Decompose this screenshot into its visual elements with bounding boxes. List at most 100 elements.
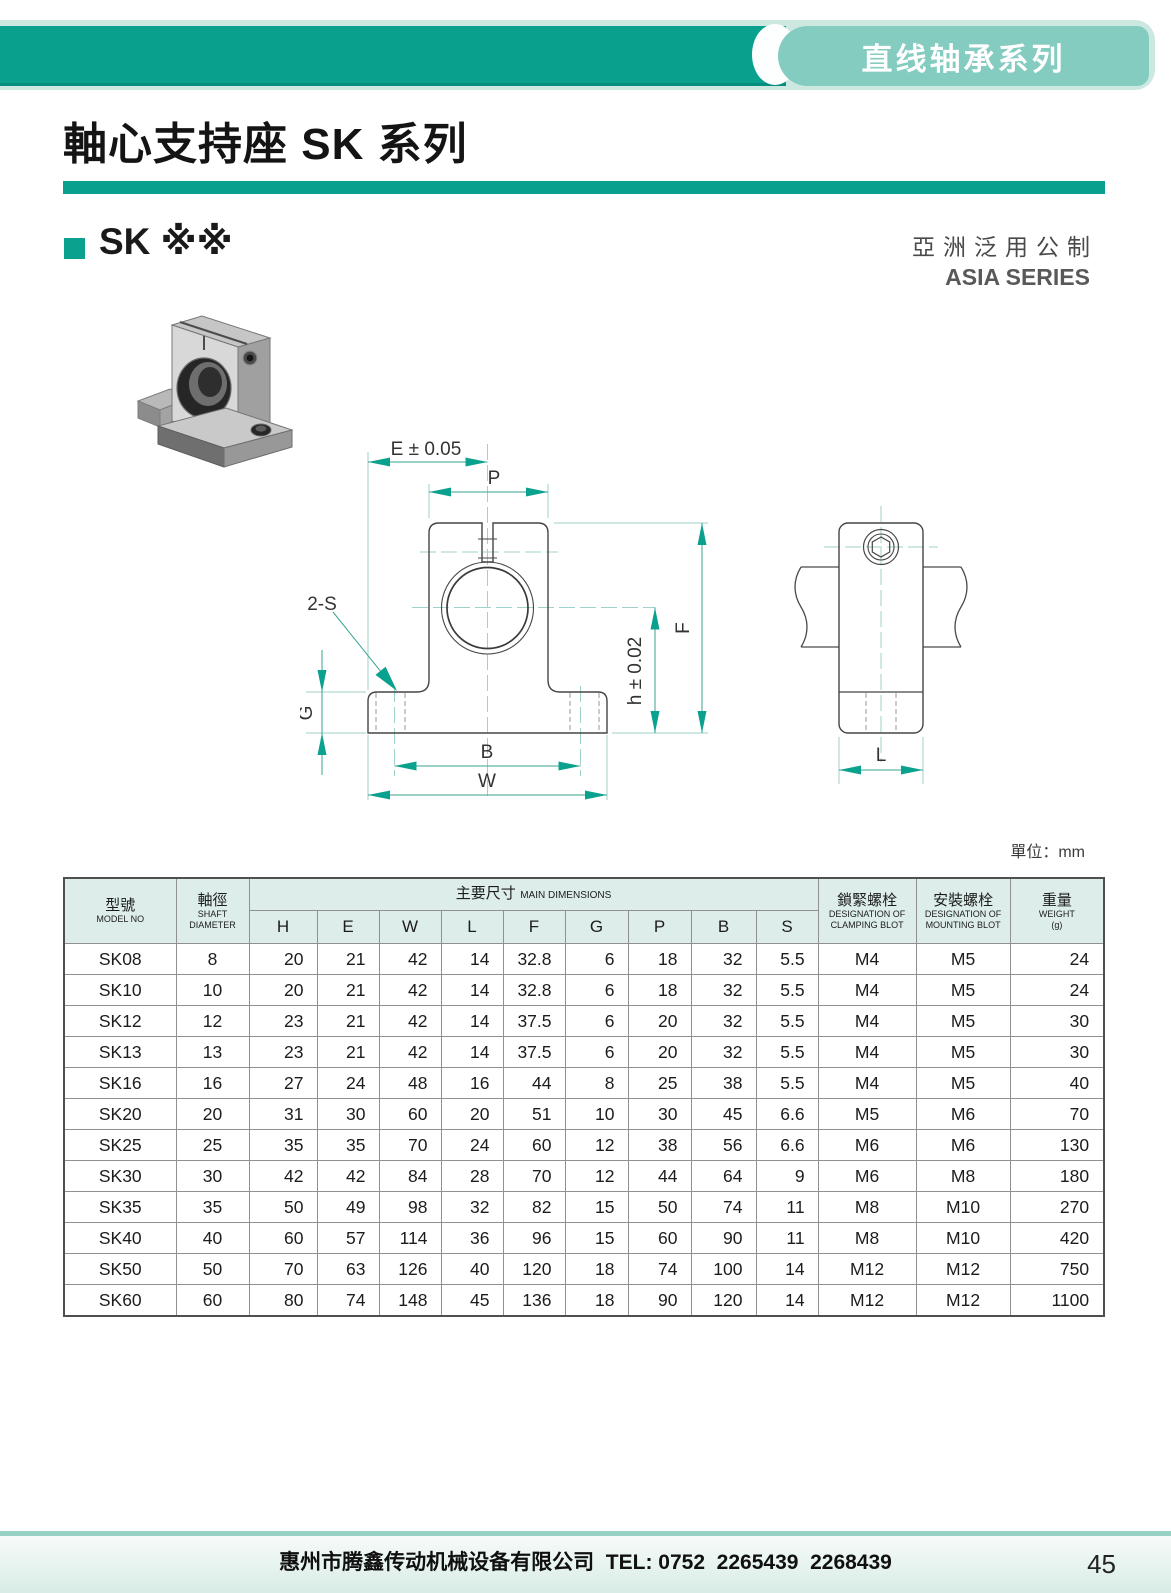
cell: 25 [627, 1067, 692, 1099]
cell: 14 [440, 974, 504, 1006]
cell: M4 [817, 1036, 917, 1068]
cell: 20 [627, 1005, 692, 1037]
page-title: 軸心支持座 SK 系列 [63, 120, 468, 169]
cell: 42 [316, 1160, 380, 1192]
dim-label-l: L [876, 745, 887, 766]
cell: M12 [817, 1253, 917, 1285]
series-region-block: 亞洲泛用公制 ASIA SERIES [912, 228, 1090, 291]
cell: 23 [248, 1036, 318, 1068]
cell: 84 [378, 1160, 442, 1192]
cell: 10 [175, 974, 250, 1006]
dim-label-h: h ± 0.02 [625, 637, 646, 706]
cell: 50 [175, 1253, 250, 1285]
cell: 60 [627, 1222, 692, 1254]
cell: M6 [915, 1098, 1011, 1130]
cell: 36 [440, 1222, 504, 1254]
page-number: 45 [1087, 1549, 1116, 1579]
cell: M6 [817, 1160, 917, 1192]
cell: M4 [817, 974, 917, 1006]
cell: 35 [248, 1129, 318, 1161]
footer-band [0, 1536, 1171, 1593]
col-header-clamping-bolt: 鎖緊螺栓 DESIGNATION OF CLAMPING BLOT [817, 877, 917, 944]
cell: M5 [915, 1036, 1011, 1068]
dim-col-b: B [690, 910, 757, 944]
cell: 126 [378, 1253, 442, 1285]
cell: 18 [627, 974, 692, 1006]
cell: 9 [755, 1160, 819, 1192]
cell: 6 [564, 943, 629, 975]
cell: 6.6 [755, 1129, 819, 1161]
cell: 5.5 [755, 943, 819, 975]
mount-hole-hidden-lines [375, 693, 600, 732]
cell: 45 [690, 1098, 757, 1130]
cell: 35 [316, 1129, 380, 1161]
dim-col-g: G [564, 910, 629, 944]
cell: SK60 [63, 1284, 177, 1317]
cell: 6 [564, 974, 629, 1006]
cell: 8 [564, 1067, 629, 1099]
dim-label-2s: 2-S [307, 594, 337, 615]
side-view-outline [838, 522, 924, 734]
cell: 5.5 [755, 1067, 819, 1099]
cell: 18 [564, 1253, 629, 1285]
cell: 14 [755, 1284, 819, 1317]
cell: 30 [175, 1160, 250, 1192]
cell: 32.8 [502, 974, 566, 1006]
cell: 12 [175, 1005, 250, 1037]
cell: 12 [564, 1160, 629, 1192]
cell: 16 [175, 1067, 250, 1099]
cell: 50 [248, 1191, 318, 1223]
cell: 25 [175, 1129, 250, 1161]
product-photo [136, 315, 294, 468]
col-header-main-dimensions: 主要尺寸 MAIN DIMENSIONS [248, 877, 819, 911]
dimension-lines [321, 461, 923, 796]
cell: 74 [316, 1284, 380, 1317]
cell: 21 [316, 1036, 380, 1068]
cell: 40 [1009, 1067, 1105, 1099]
photo-base-front [156, 407, 294, 468]
cell: 70 [1009, 1098, 1105, 1130]
cell: 120 [690, 1284, 757, 1317]
cell: 24 [1009, 943, 1105, 975]
cell: 30 [627, 1098, 692, 1130]
cell: 32 [690, 974, 757, 1006]
cell: 20 [175, 1098, 250, 1130]
cell: 14 [755, 1253, 819, 1285]
cell: M5 [915, 974, 1011, 1006]
cell: 8 [175, 943, 250, 975]
cell: M10 [915, 1222, 1011, 1254]
dim-label-f: F [673, 622, 694, 634]
dim-col-w: W [378, 910, 442, 944]
cell: 24 [1009, 974, 1105, 1006]
cell: SK12 [63, 1005, 177, 1037]
banner-teal-bar [0, 26, 786, 86]
cell: 20 [248, 974, 318, 1006]
cell: M10 [915, 1191, 1011, 1223]
unit-note: 單位：mm [1010, 844, 1085, 861]
cell: 30 [1009, 1005, 1105, 1037]
cell: 44 [502, 1067, 566, 1099]
cell: SK50 [63, 1253, 177, 1285]
cell: 11 [755, 1191, 819, 1223]
cell: 51 [502, 1098, 566, 1130]
dim-label-g: G [300, 706, 317, 721]
cell: 24 [316, 1067, 380, 1099]
cell: 14 [440, 1036, 504, 1068]
cell: 32 [440, 1191, 504, 1223]
top-banner: 直线轴承系列 [0, 20, 1155, 90]
cell: 44 [627, 1160, 692, 1192]
cell: SK25 [63, 1129, 177, 1161]
cell: M5 [915, 1005, 1011, 1037]
dimension-arrows [317, 457, 923, 800]
cell: 40 [440, 1253, 504, 1285]
cell: 5.5 [755, 1036, 819, 1068]
cell: 13 [175, 1036, 250, 1068]
cell: 20 [248, 943, 318, 975]
cell: 42 [378, 1036, 442, 1068]
cell: 5.5 [755, 974, 819, 1006]
cell: 32 [690, 943, 757, 975]
cell: 74 [627, 1253, 692, 1285]
